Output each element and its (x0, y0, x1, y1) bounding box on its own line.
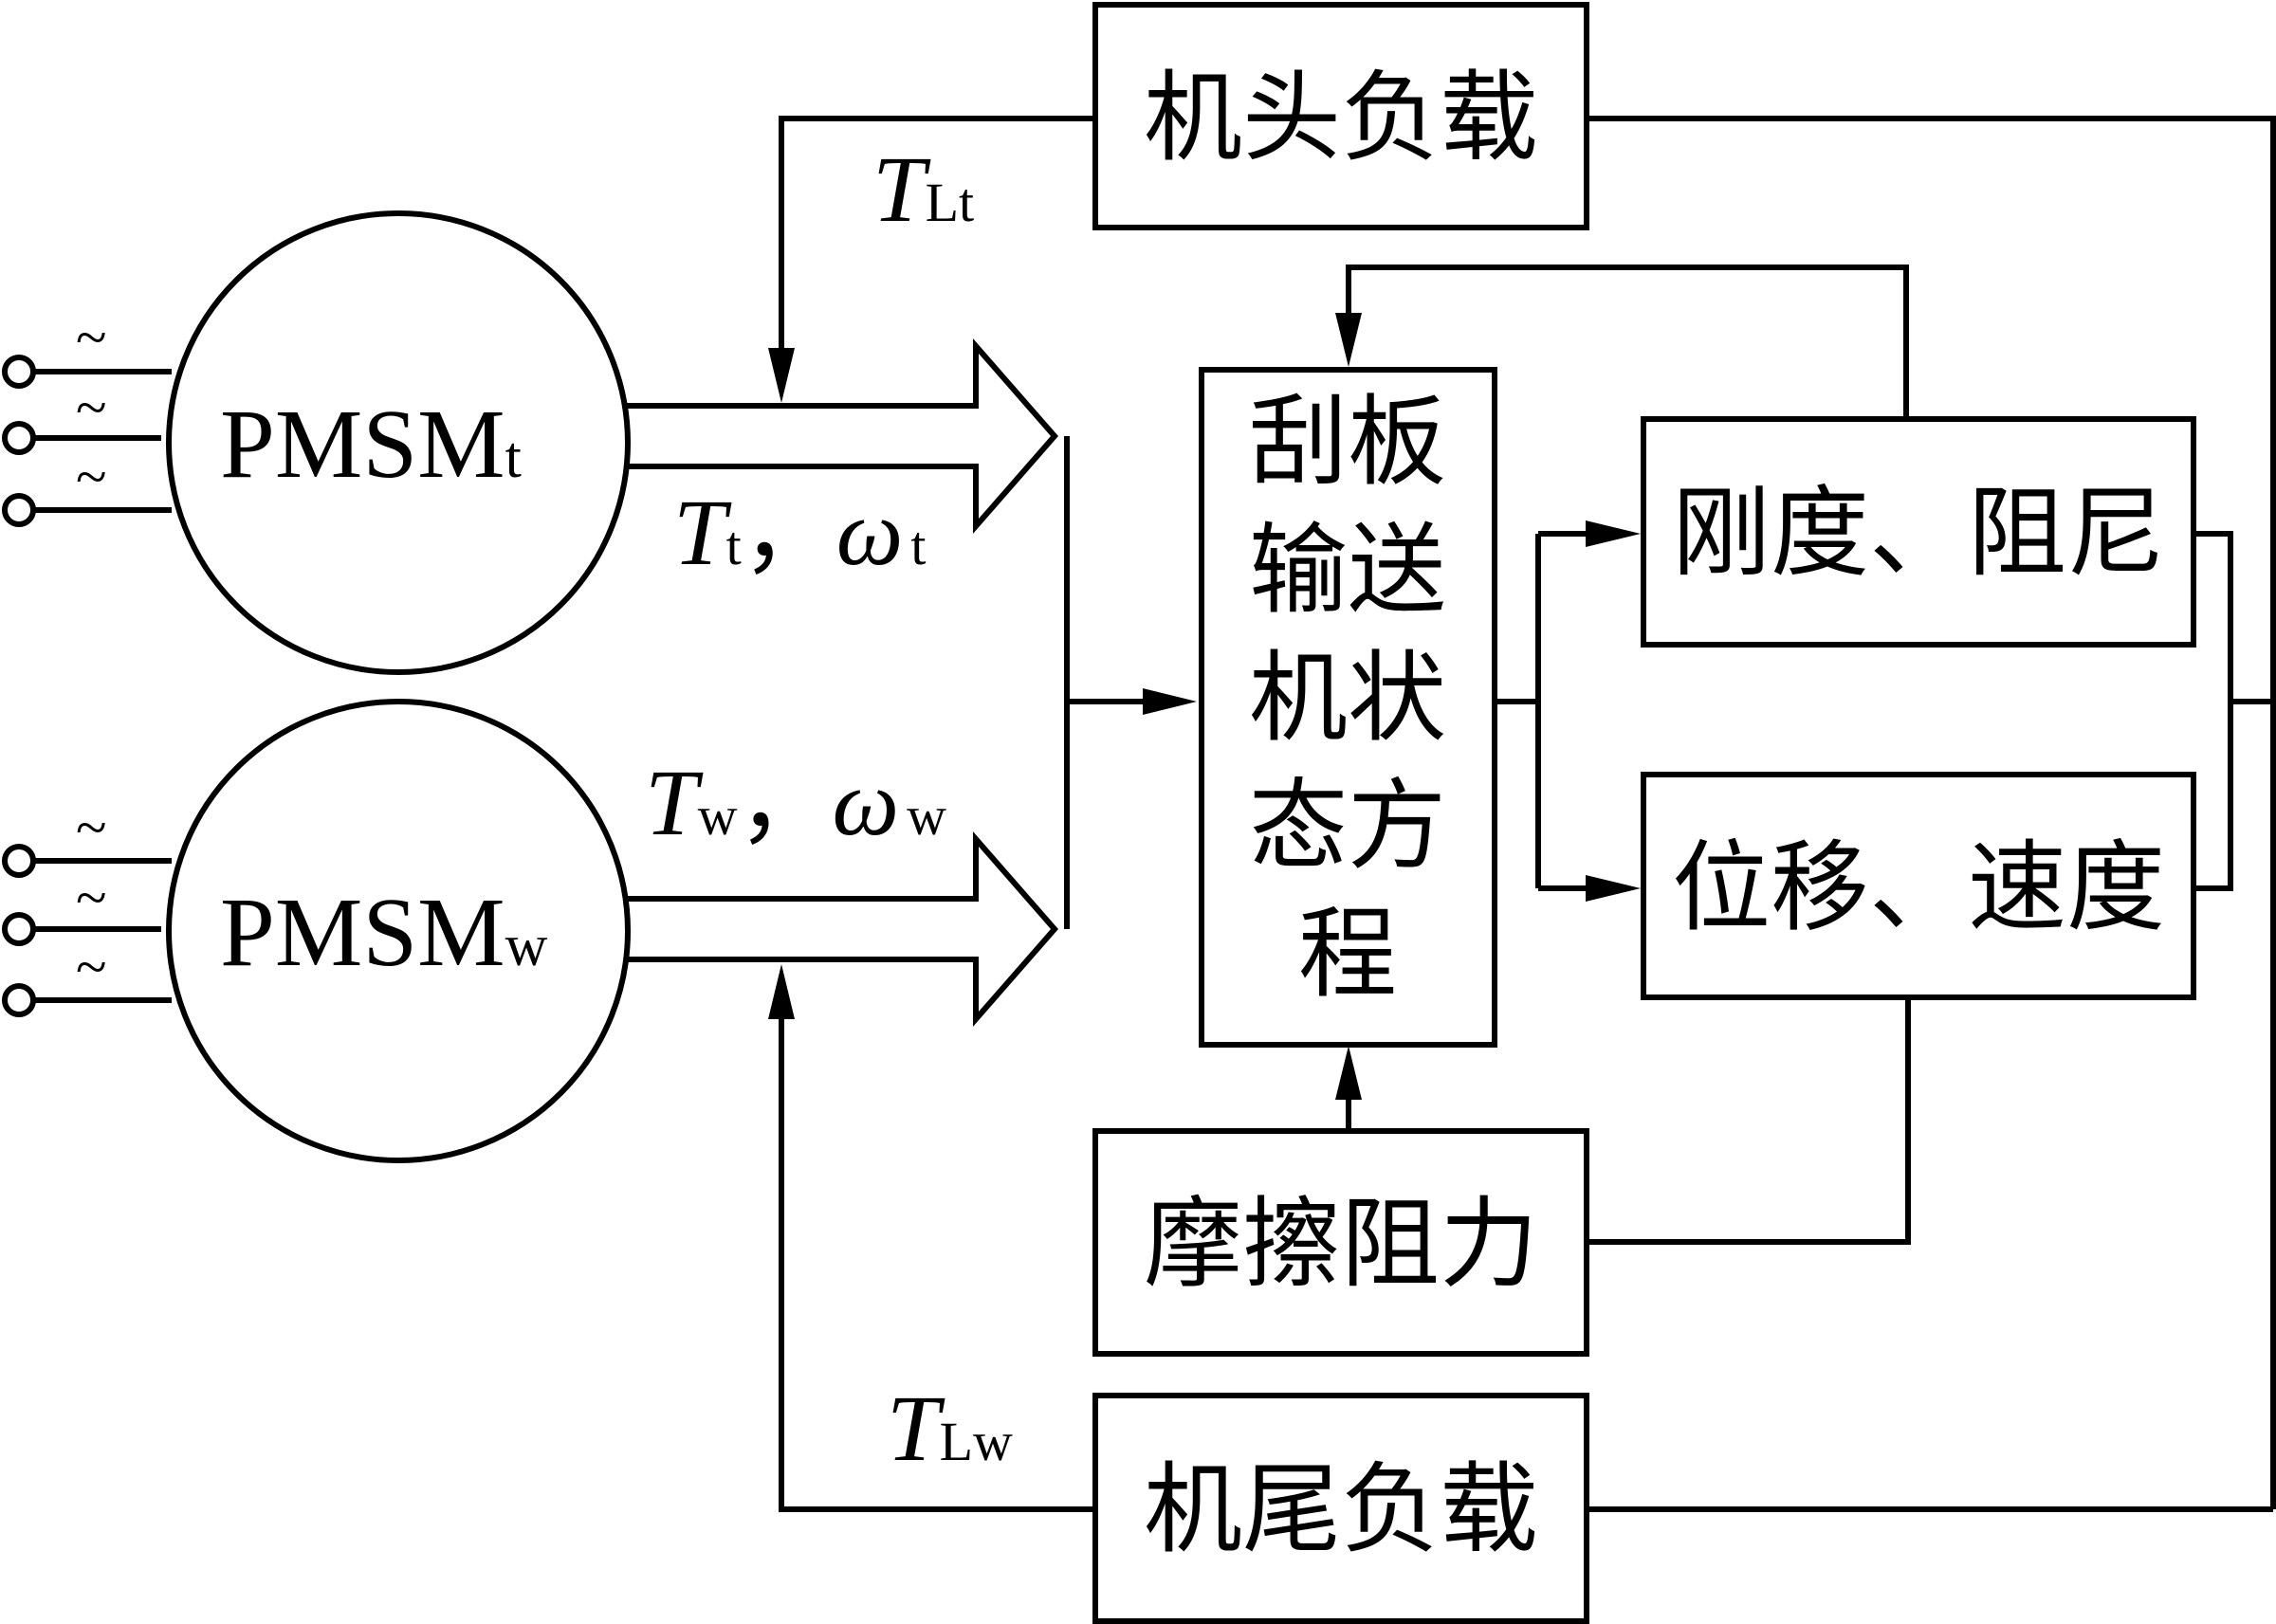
tail-load-box (1092, 1393, 1589, 1624)
state-equation-line: 输送 (1249, 512, 1446, 628)
ac-tilde-icon: ~ (76, 376, 106, 439)
head-load-label: 机头负载 (1144, 60, 1538, 175)
motor-bottom: PMSMw (166, 699, 631, 1163)
stiffness-right-line (2193, 531, 2233, 891)
terminal-circle (2, 493, 36, 527)
head-load-block: 机头负载 (1092, 2, 1589, 230)
state-equation-box (1199, 367, 1497, 1048)
ac-tilde-icon: ~ (76, 936, 106, 998)
arrowhead-torque-head (768, 348, 795, 403)
ac-tilde-icon: ~ (76, 306, 106, 369)
head-torque-label: TLt (872, 137, 974, 242)
motor-top-circle (166, 210, 631, 675)
motor-top-label: PMSMt (220, 390, 522, 499)
terminal-circle (2, 421, 36, 455)
friction-box (1092, 1128, 1589, 1357)
stiffness-damping-box (1641, 416, 2196, 648)
state-equation-line: 态方 (1249, 768, 1446, 884)
big-arrow-top (607, 338, 1058, 534)
arrowhead-into-stiffness (1586, 520, 1641, 547)
ac-tilde-icon: ~ (76, 446, 106, 508)
displacement-to-friction-line (1587, 997, 1911, 1245)
stiffness-damping-label: 刚度、阻尼 (1672, 475, 2165, 591)
arrowhead-torque-tail (768, 964, 795, 1019)
terminal-circle (2, 983, 36, 1017)
terminal-circle (2, 912, 36, 946)
ac-terminals: ~ ~ ~ ~ ~ ~ (2, 306, 106, 1017)
terminal-circle (2, 355, 36, 389)
state-equation-line: 刮板 (1249, 384, 1446, 500)
big-arrow-bottom (607, 831, 1058, 1027)
tail-torque-label: TLw (887, 1376, 1013, 1481)
arrowheads (768, 313, 1641, 1100)
arrowhead-feedback-state (1335, 313, 1362, 367)
head-load-box (1092, 2, 1589, 230)
ac-tilde-icon: ~ (76, 867, 106, 929)
arrowhead-into-displacement (1586, 875, 1641, 902)
state-equation-line: 机状 (1249, 640, 1446, 756)
terminal-circle (2, 844, 36, 878)
ac-tilde-icon: ~ (76, 796, 106, 859)
friction-label: 摩擦阻力 (1144, 1186, 1538, 1302)
state-equation-line: 程 (1298, 896, 1397, 1012)
stiffness-damping-block: 刚度、阻尼 (1641, 416, 2196, 648)
arrowhead-into-state (1143, 688, 1197, 715)
head-load-bus-line (1587, 116, 2276, 1509)
arrowhead-friction-state (1335, 1046, 1362, 1100)
state-equation-block: 刮板 输送 机状 态方 程 (1199, 367, 1497, 1048)
motor-bottom-label: PMSMw (220, 878, 548, 987)
displacement-velocity-block: 位移、速度 (1641, 772, 2196, 1000)
friction-block: 摩擦阻力 (1092, 1128, 1589, 1357)
stiffness-feedback-line (1346, 265, 1909, 419)
tail-load-feedback-line (779, 995, 1092, 1512)
motor-bottom-circle (166, 699, 631, 1163)
displacement-velocity-label: 位移、速度 (1672, 830, 2165, 945)
motor-top: PMSMt (166, 210, 631, 675)
head-load-feedback-line (779, 116, 1092, 374)
connection-lines (31, 116, 2276, 1512)
displacement-velocity-box (1641, 772, 2196, 1000)
tail-load-label: 机尾负载 (1144, 1451, 1538, 1567)
tail-load-block: 机尾负载 (1092, 1393, 1589, 1624)
